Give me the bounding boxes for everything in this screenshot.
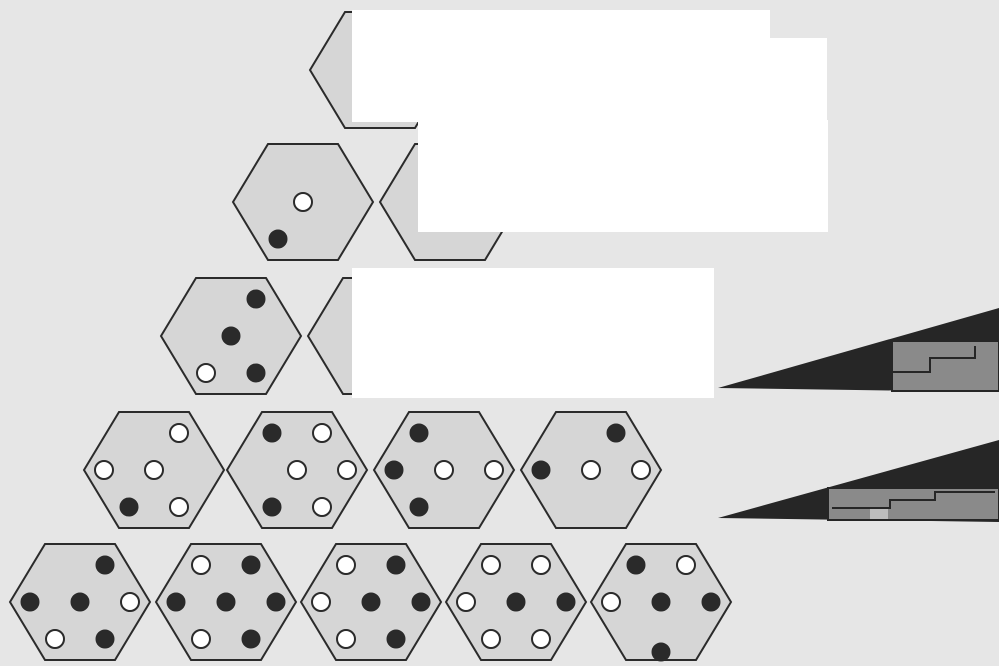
white-dot	[435, 461, 453, 479]
black-dot	[247, 290, 265, 308]
white-dot	[532, 556, 550, 574]
black-dot	[242, 556, 260, 574]
wedge-bottom	[718, 440, 999, 522]
white-dot	[145, 461, 163, 479]
hexagon-tile	[301, 544, 441, 660]
black-dot	[217, 593, 235, 611]
white-dot	[582, 461, 600, 479]
white-dot	[677, 556, 695, 574]
black-dot	[607, 424, 625, 442]
white-dot	[192, 630, 210, 648]
black-dot	[385, 461, 403, 479]
white-dot	[312, 593, 330, 611]
black-dot	[410, 424, 428, 442]
white-dot	[170, 498, 188, 516]
black-dot	[263, 424, 281, 442]
white-dot	[337, 630, 355, 648]
white-dot	[95, 461, 113, 479]
black-dot	[120, 498, 138, 516]
black-dot	[702, 593, 720, 611]
black-dot	[652, 643, 670, 661]
hexagon-tile	[446, 544, 586, 660]
black-dot	[71, 593, 89, 611]
hexagon-tile	[233, 144, 373, 260]
black-dot	[96, 556, 114, 574]
hexagon-tile	[521, 412, 661, 528]
black-dot	[222, 327, 240, 345]
wedge-top-inset	[892, 341, 999, 391]
white-dot	[482, 630, 500, 648]
blank-patch-row2-step	[468, 150, 788, 230]
white-dot	[192, 556, 210, 574]
hexagon-tile	[156, 544, 296, 660]
black-dot	[263, 498, 281, 516]
black-dot	[627, 556, 645, 574]
black-dot	[362, 593, 380, 611]
blank-patches	[352, 10, 828, 398]
hexagon-tile	[591, 544, 731, 661]
white-dot	[294, 193, 312, 211]
hexagon-tile	[10, 544, 150, 660]
hexagon-tile	[84, 412, 224, 528]
black-dot	[21, 593, 39, 611]
black-dot	[247, 364, 265, 382]
white-dot	[313, 424, 331, 442]
black-dot	[242, 630, 260, 648]
white-dot	[197, 364, 215, 382]
black-dot	[652, 593, 670, 611]
black-dot	[507, 593, 525, 611]
white-dot	[170, 424, 188, 442]
white-dot	[632, 461, 650, 479]
black-dot	[269, 230, 287, 248]
wedge-top	[718, 308, 999, 392]
hexagon-tile	[374, 412, 514, 528]
white-dot	[288, 461, 306, 479]
white-dot	[482, 556, 500, 574]
white-dot	[46, 630, 64, 648]
white-dot	[313, 498, 331, 516]
black-dot	[167, 593, 185, 611]
black-dot	[412, 593, 430, 611]
blank-patch-lower	[352, 268, 714, 398]
black-dot	[387, 556, 405, 574]
white-dot	[338, 461, 356, 479]
black-dot	[410, 498, 428, 516]
black-dot	[557, 593, 575, 611]
black-dot	[532, 461, 550, 479]
white-dot	[485, 461, 503, 479]
hexagon-tile	[161, 278, 301, 394]
white-dot	[337, 556, 355, 574]
black-dot	[267, 593, 285, 611]
hexagon-tile	[227, 412, 367, 528]
black-dot	[387, 630, 405, 648]
white-dot	[532, 630, 550, 648]
blank-patch-top	[352, 10, 770, 122]
white-dot	[602, 593, 620, 611]
white-dot	[121, 593, 139, 611]
white-dot	[457, 593, 475, 611]
black-dot	[96, 630, 114, 648]
